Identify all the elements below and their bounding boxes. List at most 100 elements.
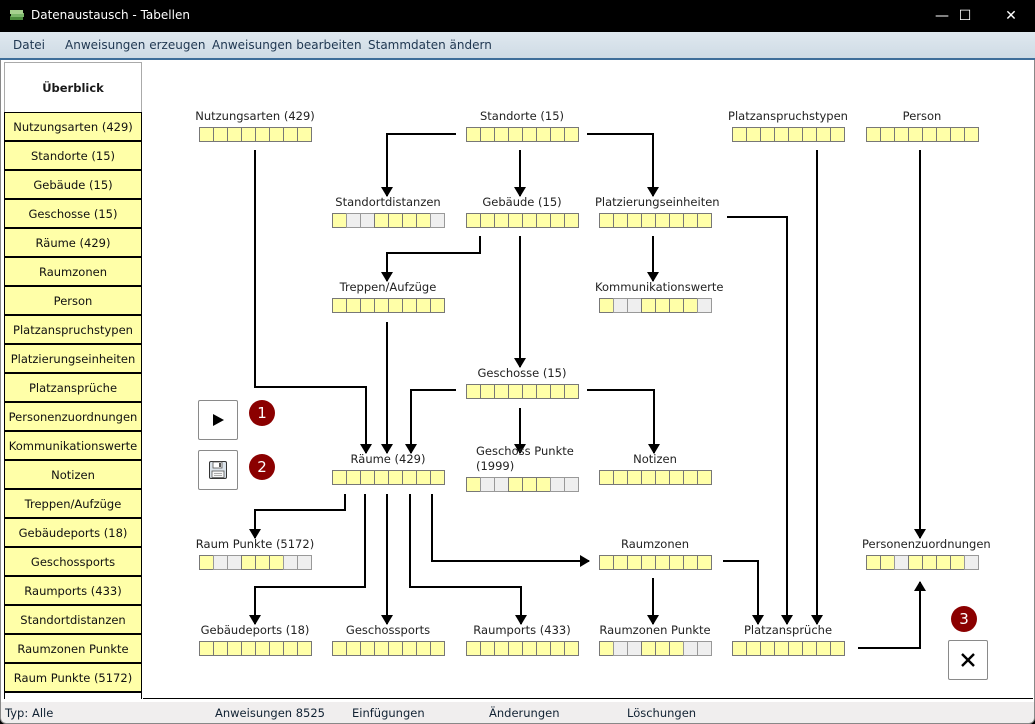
- cell-empty: [283, 555, 298, 570]
- node-label: Standorte (15): [479, 109, 565, 123]
- status-typ-value[interactable]: Alle: [32, 706, 54, 720]
- menu-datei[interactable]: Datei: [13, 38, 46, 52]
- table-node-nutzungsarten[interactable]: Nutzungsarten (429): [195, 109, 315, 142]
- connector-raeume-to-raumzonen: [431, 494, 590, 567]
- cell-filled: [213, 127, 228, 142]
- sidebar-item[interactable]: Räume (429): [5, 228, 141, 258]
- table-node-standortdistanzen[interactable]: Standortdistanzen: [328, 195, 448, 228]
- sidebar-item[interactable]: Notizen: [5, 460, 141, 490]
- cell-filled: [213, 641, 228, 656]
- table-node-geschosse[interactable]: Geschosse (15): [462, 366, 582, 399]
- cell-filled: [480, 641, 495, 656]
- table-node-raumzonenpunkte[interactable]: Raumzonen Punkte: [595, 623, 715, 656]
- connector-layer: [249, 133, 926, 649]
- table-node-raumpunkte[interactable]: Raum Punkte (5172): [195, 537, 315, 570]
- menu-stammdaten-aendern[interactable]: Stammdaten ändern: [368, 38, 492, 52]
- cell-filled: [297, 127, 312, 142]
- table-node-notizen[interactable]: Notizen: [595, 452, 715, 485]
- step-badge-3: 3: [951, 606, 977, 632]
- node-cells: [328, 213, 448, 228]
- table-node-gebaeude[interactable]: Gebäude (15): [462, 195, 582, 228]
- cell-filled: [788, 127, 803, 142]
- close-diagram-button[interactable]: [948, 640, 988, 680]
- cell-filled: [802, 127, 817, 142]
- menu-anweisungen-erzeugen[interactable]: Anweisungen erzeugen: [65, 38, 206, 52]
- node-label: Räume (429): [350, 452, 426, 466]
- table-node-geschossports[interactable]: Geschossports: [328, 623, 448, 656]
- maximize-button[interactable]: ☐: [942, 0, 988, 32]
- cell-empty: [697, 641, 712, 656]
- step-badge-1: 1: [249, 400, 275, 426]
- cell-filled: [283, 641, 298, 656]
- sidebar-item[interactable]: Treppen/Aufzüge: [5, 489, 141, 519]
- table-node-person[interactable]: Person: [862, 109, 982, 142]
- table-node-platzanspruchstypen[interactable]: Platzanspruchstypen: [728, 109, 848, 142]
- cell-filled: [936, 127, 951, 142]
- cell-filled: [255, 641, 270, 656]
- cell-filled: [746, 127, 761, 142]
- table-node-platzierungseinheiten[interactable]: Platzierungseinheiten: [595, 195, 720, 228]
- sidebar-item[interactable]: Gebäude (15): [5, 170, 141, 200]
- sidebar-item[interactable]: Raumports (433): [5, 576, 141, 606]
- cell-filled: [283, 127, 298, 142]
- sidebar-item[interactable]: Platzansprüche: [5, 373, 141, 403]
- status-einfuegungen[interactable]: Einfügungen: [352, 706, 425, 720]
- table-sidebar[interactable]: Nutzungsarten (429)Standorte (15)Gebäude…: [4, 112, 142, 699]
- sidebar-item[interactable]: Gebäudeports (18): [5, 518, 141, 548]
- cell-filled: [255, 555, 270, 570]
- node-label: Kommunikationswerte: [595, 280, 724, 294]
- cell-filled: [760, 127, 775, 142]
- cell-filled: [669, 298, 684, 313]
- cell-filled: [480, 384, 495, 399]
- connector-standorte-to-platzierungseinheiten: [587, 133, 659, 197]
- cell-empty: [894, 555, 909, 570]
- cell-empty: [213, 555, 228, 570]
- sidebar-item[interactable]: Kommunikationswerte: [5, 431, 141, 461]
- status-aenderungen[interactable]: Änderungen: [489, 706, 560, 720]
- cell-filled: [508, 384, 523, 399]
- table-node-standorte[interactable]: Standorte (15): [462, 109, 582, 142]
- tab-ueberblick[interactable]: Überblick: [4, 62, 142, 112]
- sidebar-item[interactable]: Person: [5, 286, 141, 316]
- save-button[interactable]: [198, 450, 238, 490]
- sidebar-item[interactable]: Geschossports: [5, 547, 141, 577]
- table-node-raeume[interactable]: Räume (429): [328, 452, 448, 485]
- sidebar-item[interactable]: Platzanspruchstypen: [5, 315, 141, 345]
- sidebar-item[interactable]: Raumzonen Punkte: [5, 634, 141, 664]
- cell-filled: [732, 641, 747, 656]
- cell-filled: [416, 470, 431, 485]
- table-node-geschosspunkte[interactable]: Geschoss Punkte (1999): [462, 444, 582, 492]
- cell-filled: [388, 641, 403, 656]
- connector-raeume-to-raumports: [409, 494, 527, 625]
- cell-filled: [388, 470, 403, 485]
- cell-filled: [950, 127, 965, 142]
- minimize-button[interactable]: —: [919, 0, 965, 32]
- sidebar-item[interactable]: Geschosse (15): [5, 199, 141, 229]
- table-node-personenzuordnungen[interactable]: Personenzuordnungen: [862, 537, 991, 570]
- close-window-button[interactable]: ✕: [988, 0, 1034, 32]
- cell-filled: [788, 641, 803, 656]
- sidebar-item[interactable]: Standorte (15): [5, 141, 141, 171]
- node-cells: [462, 384, 582, 399]
- table-node-gebaeudeports[interactable]: Gebäudeports (18): [195, 623, 315, 656]
- node-cells: [728, 641, 848, 656]
- sidebar-item[interactable]: Raum Punkte (5172): [5, 663, 141, 693]
- sidebar-item[interactable]: Nutzungsarten (429): [5, 112, 141, 142]
- node-cells: [328, 470, 448, 485]
- table-node-kommunikationswerte[interactable]: Kommunikationswerte: [595, 280, 724, 313]
- run-button[interactable]: [198, 400, 238, 440]
- table-node-treppen[interactable]: Treppen/Aufzüge: [328, 280, 448, 313]
- sidebar-item[interactable]: Personenzuordnungen: [5, 402, 141, 432]
- menu-anweisungen-bearbeiten[interactable]: Anweisungen bearbeiten: [212, 38, 362, 52]
- sidebar-item[interactable]: Platzierungseinheiten: [5, 344, 141, 374]
- sidebar-item[interactable]: Raumzonen: [5, 257, 141, 287]
- status-loeschungen[interactable]: Löschungen: [627, 706, 697, 720]
- sidebar-item[interactable]: Standortdistanzen: [5, 605, 141, 635]
- table-node-platzansprueche[interactable]: Platzansprüche: [728, 623, 848, 656]
- cell-filled: [346, 298, 361, 313]
- table-node-raumzonen[interactable]: Raumzonen: [595, 537, 715, 570]
- cell-filled: [774, 641, 789, 656]
- cell-filled: [550, 384, 565, 399]
- table-node-raumports[interactable]: Raumports (433): [462, 623, 582, 656]
- status-anweisungen: Anweisungen 8525: [215, 706, 325, 720]
